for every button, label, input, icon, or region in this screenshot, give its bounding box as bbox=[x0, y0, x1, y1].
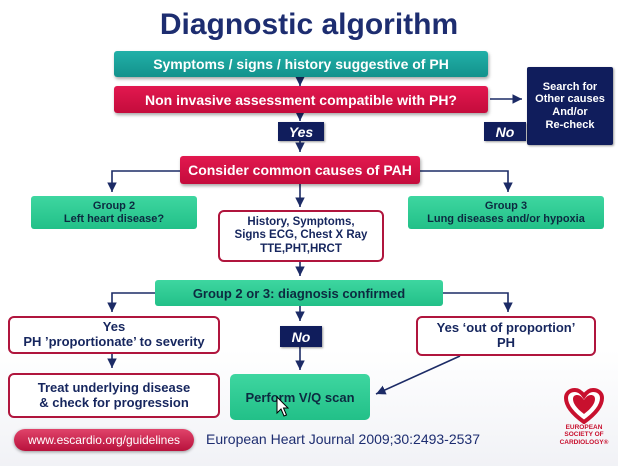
history-line: TTE,PHT,HRCT bbox=[260, 242, 342, 255]
history-line: History, Symptoms, bbox=[247, 216, 355, 229]
symptoms-label: Symptoms / signs / history suggestive of… bbox=[153, 56, 449, 72]
no-label-box: No bbox=[484, 122, 526, 141]
proportionate-line: Yes bbox=[102, 319, 126, 335]
group3-line: Lung diseases and/or hypoxia bbox=[427, 212, 585, 225]
noninvasive-label: Non invasive assessment compatible with … bbox=[145, 91, 457, 108]
history-box: History, Symptoms, Signs ECG, Chest X Ra… bbox=[218, 210, 384, 262]
consider-causes-box: Consider common causes of PAH bbox=[180, 156, 420, 184]
treat-line: & check for progression bbox=[39, 394, 189, 410]
no-label: No bbox=[495, 123, 515, 140]
yes-out-of-proportion-box: Yes ‘out of proportion’ PH bbox=[416, 316, 596, 356]
confirmed-label: Group 2 or 3: diagnosis confirmed bbox=[192, 285, 406, 301]
footer-url[interactable]: www.escardio.org/guidelines bbox=[27, 433, 181, 447]
treat-underlying-box: Treat underlying disease & check for pro… bbox=[8, 373, 220, 418]
group3-box: Group 3 Lung diseases and/or hypoxia bbox=[408, 196, 604, 229]
out-of-proportion-line: Yes ‘out of proportion’ bbox=[436, 320, 576, 336]
group2-line: Left heart disease? bbox=[63, 212, 165, 225]
search-line: Search for bbox=[542, 80, 598, 93]
search-line: Other causes bbox=[535, 93, 605, 106]
no-label: No bbox=[291, 328, 311, 345]
vq-label: Perform V/Q scan bbox=[245, 389, 355, 405]
diagnosis-confirmed-box: Group 2 or 3: diagnosis confirmed bbox=[155, 280, 443, 306]
citation: European Heart Journal 2009;30:2493-2537 bbox=[206, 431, 480, 447]
vq-scan-box: Perform V/Q scan bbox=[230, 374, 370, 420]
group2-line: Group 2 bbox=[92, 199, 136, 212]
heart-logo-icon bbox=[564, 388, 604, 424]
logo-line: EUROPEAN bbox=[565, 424, 603, 431]
page-title: Diagnostic algorithm bbox=[159, 8, 459, 41]
no-label-box: No bbox=[280, 326, 322, 347]
logo-line: SOCIETY OF bbox=[564, 431, 604, 439]
footer-url-pill[interactable]: www.escardio.org/guidelines bbox=[14, 429, 194, 451]
search-box: Search for Other causes And/or Re-check bbox=[527, 67, 613, 145]
out-of-proportion-line: PH bbox=[496, 335, 516, 350]
yes-proportionate-box: Yes PH ’proportionate’ to severity bbox=[8, 316, 220, 354]
symptoms-box: Symptoms / signs / history suggestive of… bbox=[114, 51, 488, 77]
yes-label: Yes bbox=[288, 123, 314, 140]
esc-logo: EUROPEAN SOCIETY OF CARDIOLOGY® bbox=[556, 388, 612, 462]
yes-label-box: Yes bbox=[278, 122, 324, 141]
group3-line: Group 3 bbox=[484, 199, 528, 212]
search-line: And/or bbox=[552, 106, 588, 118]
proportionate-line: PH ’proportionate’ to severity bbox=[23, 334, 205, 349]
mouse-cursor-icon bbox=[276, 396, 290, 417]
history-line: Signs ECG, Chest X Ray bbox=[234, 229, 368, 242]
logo-line: CARDIOLOGY® bbox=[559, 438, 609, 446]
consider-label: Consider common causes of PAH bbox=[188, 162, 412, 178]
noninvasive-box: Non invasive assessment compatible with … bbox=[114, 86, 488, 113]
group2-box: Group 2 Left heart disease? bbox=[31, 196, 197, 229]
search-line: Re-check bbox=[545, 118, 595, 131]
treat-line: Treat underlying disease bbox=[37, 379, 191, 395]
